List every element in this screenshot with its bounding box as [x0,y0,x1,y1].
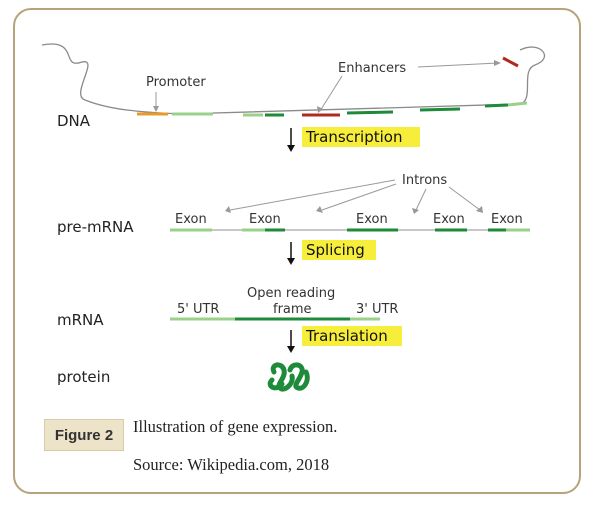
introns-label: Introns [402,173,447,188]
dna-exon-segment [507,101,528,107]
figure-frame [13,8,581,494]
exon-label: Exon [491,212,523,227]
dna-enhancer-segment [502,56,519,68]
pre-mrna-label: pre-mRNA [57,218,134,236]
protein-fold-icon [267,362,310,392]
exon-label: Exon [356,212,388,227]
exon-label: Exon [175,212,207,227]
utr5-label: 5' UTR [177,302,219,317]
promoter-label: Promoter [146,75,206,90]
dna-exon-segment [419,107,461,112]
protein-label: protein [57,368,110,386]
dna-exon-segment [346,110,394,115]
figure-source: Source: Wikipedia.com, 2018 [133,455,330,474]
exon-label: Exon [433,212,465,227]
splicing-box [302,240,376,260]
mrna-label: mRNA [57,311,104,329]
transcription-label: Transcription [305,128,402,146]
transcription-box [302,127,420,147]
dna-strand [41,43,546,115]
translation-label: Translation [305,327,388,345]
exon-label: Exon [249,212,281,227]
dna-label: DNA [57,112,91,130]
orf-label-line1: Open reading [247,286,335,301]
figure-tag: Figure 2 [44,419,124,451]
figure-caption: Illustration of gene expression. [133,417,338,436]
splicing-label: Splicing [306,241,365,259]
translation-box [302,326,402,346]
utr3-label: 3' UTR [356,302,398,317]
orf-label-line2: frame [273,302,312,317]
enhancers-label: Enhancers [338,61,406,76]
dna-exon-segment [484,103,509,108]
